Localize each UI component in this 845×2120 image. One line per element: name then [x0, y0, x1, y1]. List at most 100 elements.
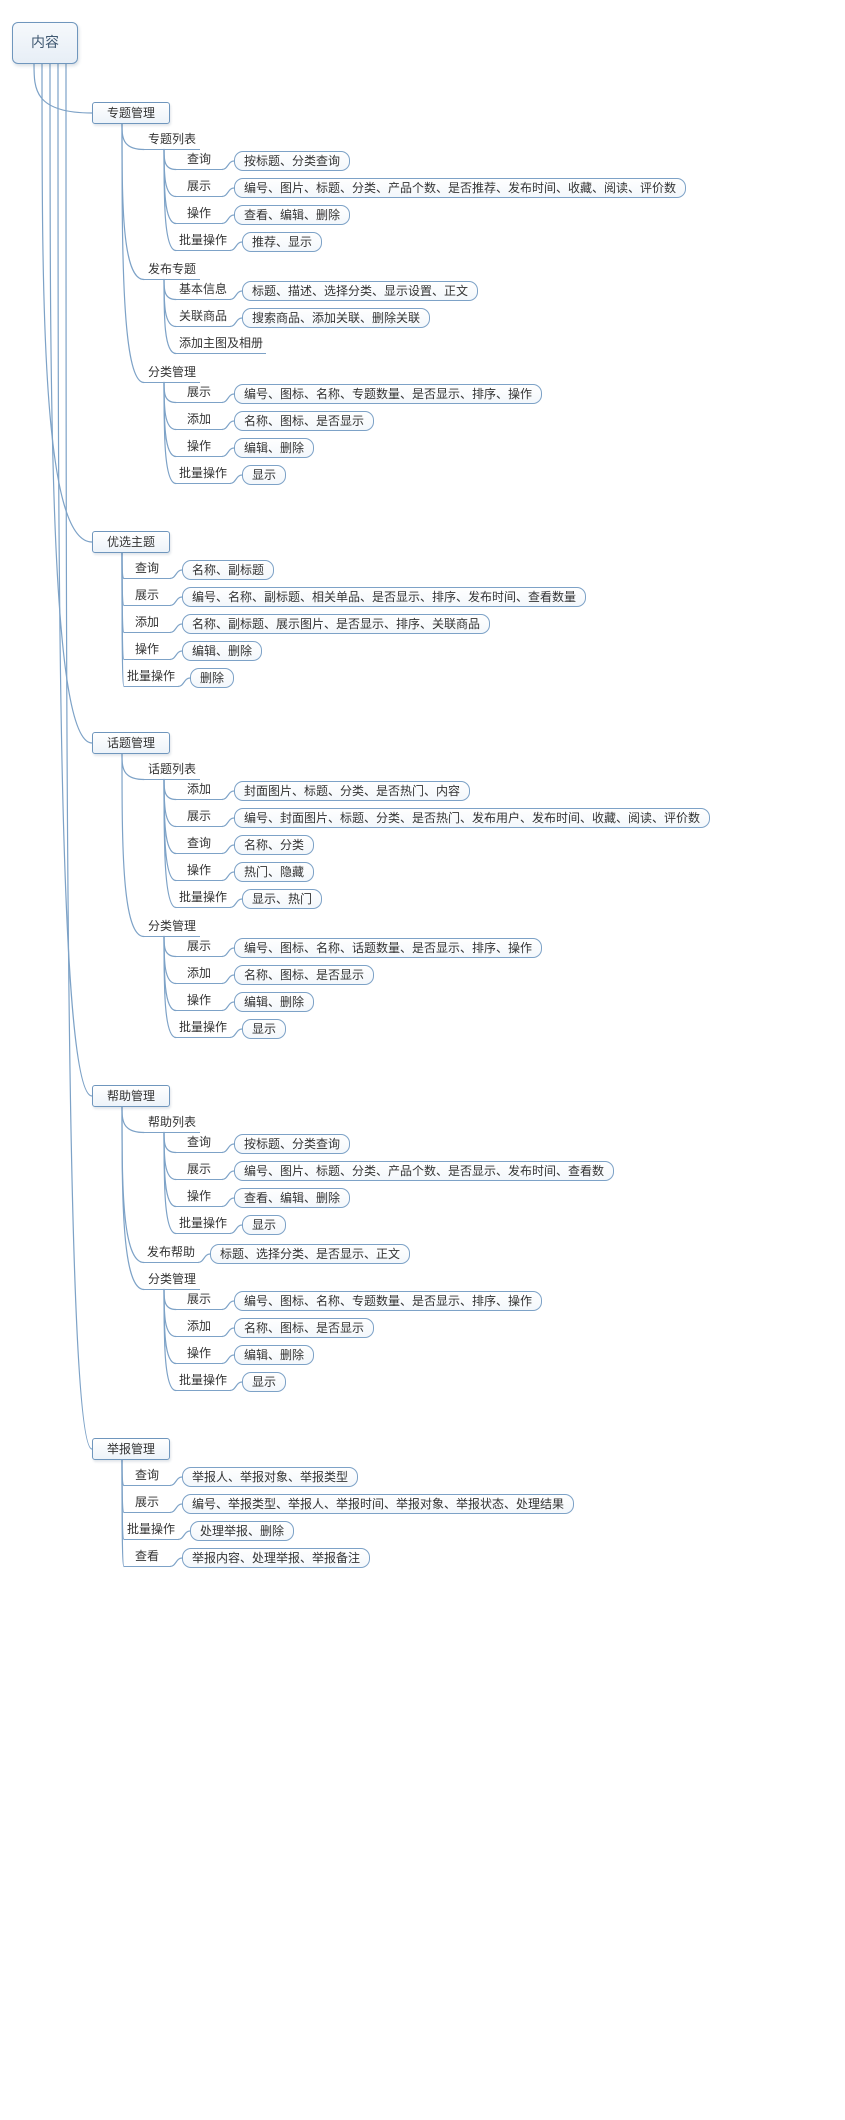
detail-pill[interactable]: 编辑、删除: [234, 438, 315, 458]
sub-topic-label[interactable]: 操作: [176, 437, 222, 457]
detail-pill[interactable]: 封面图片、标题、分类、是否热门、内容: [234, 781, 471, 801]
detail-pill[interactable]: 名称、分类: [234, 835, 315, 855]
detail-pill[interactable]: 编号、举报类型、举报人、举报时间、举报对象、举报状态、处理结果: [182, 1494, 575, 1514]
detail-pill[interactable]: 显示: [242, 1215, 287, 1235]
detail-pill[interactable]: 删除: [190, 668, 235, 688]
detail-pill[interactable]: 名称、副标题: [182, 560, 275, 580]
sub-topic-row: 展示编号、封面图片、标题、分类、是否热门、发布用户、发布时间、收藏、阅读、评价数: [176, 807, 711, 834]
detail-pill[interactable]: 编号、图标、名称、话题数量、是否显示、排序、操作: [234, 938, 543, 958]
sub-topic-label[interactable]: 关联商品: [176, 307, 231, 327]
sub-topic-label[interactable]: 批量操作: [176, 1214, 231, 1234]
sub-topic-row: 查询名称、副标题: [124, 559, 275, 586]
sub-topic-label[interactable]: 查询: [124, 559, 170, 579]
detail-pill[interactable]: 名称、图标、是否显示: [234, 411, 375, 431]
branch-topic-2[interactable]: 优选主题: [92, 531, 171, 553]
sub-topic-label[interactable]: 批量操作: [176, 1371, 231, 1391]
sub-topic-label[interactable]: 展示: [124, 1493, 170, 1513]
group-topic-label[interactable]: 专题列表: [144, 130, 201, 150]
branch-connector: [49, 63, 93, 744]
sub-topic-row: 添加名称、副标题、展示图片、是否显示、排序、关联商品: [124, 613, 491, 640]
detail-pill[interactable]: 热门、隐藏: [234, 862, 315, 882]
sub-topic-label[interactable]: 展示: [176, 177, 222, 197]
pill-connector: [178, 677, 191, 688]
branch-topic-3[interactable]: 话题管理: [92, 732, 171, 754]
detail-pill[interactable]: 编辑、删除: [234, 992, 315, 1012]
sub-topic-label[interactable]: 操作: [176, 861, 222, 881]
detail-pill[interactable]: 按标题、分类查询: [234, 1134, 351, 1154]
detail-pill[interactable]: 编号、图标、名称、专题数量、是否显示、排序、操作: [234, 1291, 543, 1311]
sub-topic-label[interactable]: 展示: [176, 807, 222, 827]
detail-pill[interactable]: 编辑、删除: [234, 1345, 315, 1365]
sub-topic-label[interactable]: 发布帮助: [144, 1243, 199, 1263]
sub-topic-label[interactable]: 批量操作: [124, 1520, 179, 1540]
group-topic-label[interactable]: 分类管理: [144, 917, 201, 937]
detail-pill[interactable]: 显示、热门: [242, 889, 323, 909]
group-topic-label[interactable]: 分类管理: [144, 1270, 201, 1290]
pill-connector: [198, 1253, 211, 1264]
sub-topic-label[interactable]: 查询: [176, 834, 222, 854]
group-topic-label[interactable]: 发布专题: [144, 260, 201, 280]
group-topic-label[interactable]: 分类管理: [144, 363, 201, 383]
detail-pill[interactable]: 显示: [242, 465, 287, 485]
detail-pill[interactable]: 显示: [242, 1372, 287, 1392]
branch-connector: [163, 778, 177, 909]
sub-topic-label[interactable]: 添加: [176, 410, 222, 430]
detail-pill[interactable]: 名称、副标题、展示图片、是否显示、排序、关联商品: [182, 614, 491, 634]
detail-pill[interactable]: 搜索商品、添加关联、删除关联: [242, 308, 431, 328]
detail-pill[interactable]: 查看、编辑、删除: [234, 1188, 351, 1208]
sub-topic-label[interactable]: 添加主图及相册: [176, 334, 267, 354]
sub-topic-label[interactable]: 批量操作: [124, 667, 179, 687]
group-topic-label[interactable]: 帮助列表: [144, 1113, 201, 1133]
detail-pill[interactable]: 编号、图片、标题、分类、产品个数、是否推荐、发布时间、收藏、阅读、评价数: [234, 178, 687, 198]
detail-pill[interactable]: 编号、封面图片、标题、分类、是否热门、发布用户、发布时间、收藏、阅读、评价数: [234, 808, 711, 828]
sub-topic-label[interactable]: 添加: [176, 780, 222, 800]
sub-topic-label[interactable]: 批量操作: [176, 464, 231, 484]
sub-topic-label[interactable]: 批量操作: [176, 888, 231, 908]
sub-topic-label[interactable]: 操作: [176, 1344, 222, 1364]
detail-pill[interactable]: 显示: [242, 1019, 287, 1039]
pill-connector: [170, 569, 182, 580]
detail-pill[interactable]: 按标题、分类查询: [234, 151, 351, 171]
sub-topic-label[interactable]: 操作: [176, 991, 222, 1011]
sub-topic-label[interactable]: 展示: [176, 937, 222, 957]
sub-topic-label[interactable]: 操作: [124, 640, 170, 660]
detail-pill[interactable]: 编辑、删除: [182, 641, 263, 661]
detail-pill[interactable]: 标题、描述、选择分类、显示设置、正文: [242, 281, 479, 301]
sub-topic-label[interactable]: 展示: [176, 1290, 222, 1310]
branch-topic-4[interactable]: 帮助管理: [92, 1085, 171, 1107]
detail-pill[interactable]: 编号、图标、名称、专题数量、是否显示、排序、操作: [234, 384, 543, 404]
sub-topic-label[interactable]: 添加: [176, 964, 222, 984]
sub-topic-label[interactable]: 展示: [176, 1160, 222, 1180]
pill-connector: [222, 447, 234, 458]
detail-pill[interactable]: 举报内容、处理举报、举报备注: [182, 1548, 371, 1568]
group-topic-label[interactable]: 话题列表: [144, 760, 201, 780]
sub-topic-label[interactable]: 批量操作: [176, 1018, 231, 1038]
sub-topic-row: 展示编号、举报类型、举报人、举报时间、举报对象、举报状态、处理结果: [124, 1493, 575, 1520]
root-topic[interactable]: 内容: [12, 22, 78, 64]
branch-topic-5[interactable]: 举报管理: [92, 1438, 171, 1460]
pill-connector: [222, 844, 234, 855]
sub-topic-label[interactable]: 查询: [176, 1133, 222, 1153]
sub-topic-label[interactable]: 操作: [176, 204, 222, 224]
sub-topic-label[interactable]: 添加: [176, 1317, 222, 1337]
detail-pill[interactable]: 编号、图片、标题、分类、产品个数、是否显示、发布时间、查看数: [234, 1161, 615, 1181]
sub-topic-label[interactable]: 基本信息: [176, 280, 231, 300]
detail-pill[interactable]: 标题、选择分类、是否显示、正文: [210, 1244, 411, 1264]
detail-pill[interactable]: 名称、图标、是否显示: [234, 965, 375, 985]
pill-connector: [222, 817, 234, 828]
detail-pill[interactable]: 推荐、显示: [242, 232, 323, 252]
sub-topic-label[interactable]: 展示: [176, 383, 222, 403]
detail-pill[interactable]: 处理举报、删除: [190, 1521, 295, 1541]
sub-topic-label[interactable]: 查询: [124, 1466, 170, 1486]
sub-topic-label[interactable]: 查看: [124, 1547, 170, 1567]
branch-topic-1[interactable]: 专题管理: [92, 102, 171, 124]
sub-topic-label[interactable]: 操作: [176, 1187, 222, 1207]
detail-pill[interactable]: 编号、名称、副标题、相关单品、是否显示、排序、发布时间、查看数量: [182, 587, 587, 607]
sub-topic-label[interactable]: 展示: [124, 586, 170, 606]
detail-pill[interactable]: 查看、编辑、删除: [234, 205, 351, 225]
detail-pill[interactable]: 举报人、举报对象、举报类型: [182, 1467, 359, 1487]
sub-topic-label[interactable]: 批量操作: [176, 231, 231, 251]
detail-pill[interactable]: 名称、图标、是否显示: [234, 1318, 375, 1338]
sub-topic-label[interactable]: 添加: [124, 613, 170, 633]
sub-topic-label[interactable]: 查询: [176, 150, 222, 170]
